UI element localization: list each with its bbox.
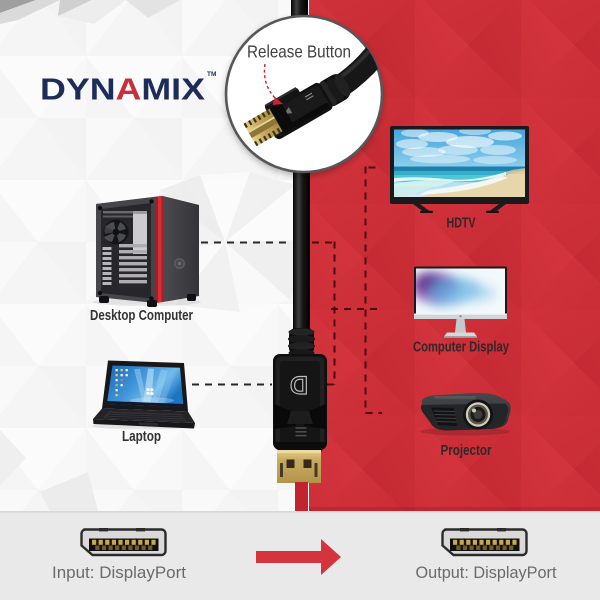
svg-text:Projector: Projector [441, 443, 492, 459]
svg-text:D: D [290, 371, 308, 399]
svg-text:Input: DisplayPort: Input: DisplayPort [52, 563, 186, 582]
svg-text:Release Button: Release Button [247, 42, 351, 62]
svg-text:Desktop Computer: Desktop Computer [90, 308, 193, 324]
svg-text:Laptop: Laptop [122, 429, 161, 445]
svg-text:HDTV: HDTV [447, 216, 476, 232]
svg-text:TM: TM [207, 71, 216, 78]
svg-text:Output: DisplayPort: Output: DisplayPort [416, 563, 557, 582]
svg-text:Computer Display: Computer Display [413, 340, 509, 356]
